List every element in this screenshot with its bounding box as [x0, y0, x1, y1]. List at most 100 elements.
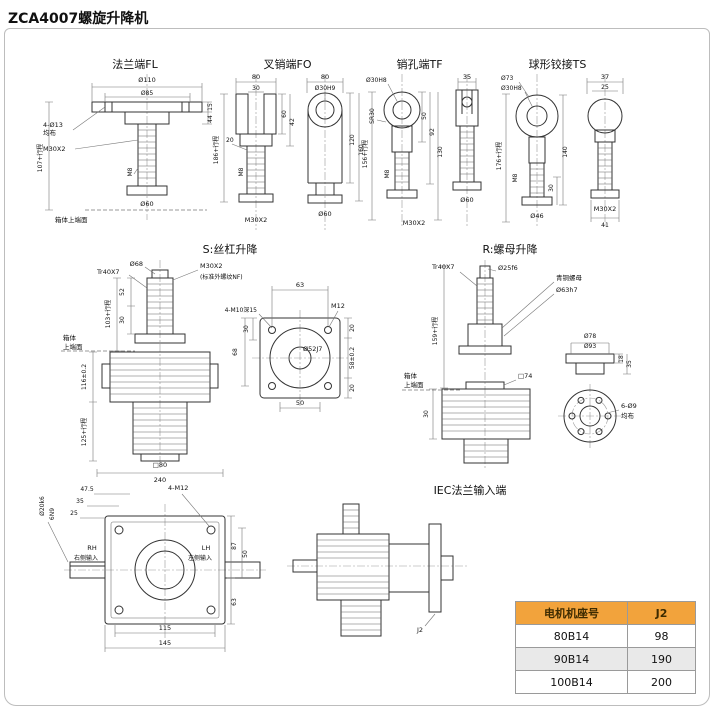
- view-title-r: R:螺母升降: [482, 243, 538, 256]
- r-drawing: Tr40X7 Ø25f6 青铜螺母 Ø63h7 159+行程 箱体 上端面 □7…: [402, 260, 637, 468]
- cell-frame: 80B14: [515, 624, 628, 648]
- table-header-row: 电机机座号 J2: [515, 601, 696, 625]
- dim-label: 4-M12: [168, 484, 188, 492]
- dim-label: 63: [296, 281, 304, 289]
- fl-drawing: Ø110 Ø85 15 44 4-Ø13 均布 M30X2 M8 Ø60 107…: [36, 74, 214, 224]
- view-title-s: S:丝杠升降: [202, 243, 258, 256]
- fo-drawing: 80 30 60 42 20 186+行程 M30X2 M8 Ø60 80 Ø3…: [212, 73, 365, 230]
- dim-label: Ø63h7: [556, 286, 578, 294]
- dim-label: M8: [512, 173, 519, 182]
- dim-label: 44: [207, 115, 214, 123]
- dim-label: 30: [548, 184, 555, 192]
- inner-face: [110, 521, 220, 619]
- dim-label: 6-Ø9: [621, 402, 637, 410]
- dim-label: 30: [119, 316, 126, 324]
- dim-label: 240: [154, 476, 166, 484]
- centerline: [484, 260, 622, 468]
- dim-label: 30: [423, 410, 430, 418]
- header-j2: J2: [627, 601, 696, 625]
- input-label: 右侧输入: [74, 554, 98, 562]
- box-face-label: 上端面: [63, 342, 83, 351]
- dimension-lines: [502, 78, 624, 223]
- view-title-tf: 销孔端TF: [396, 58, 443, 71]
- cell-frame: 100B14: [515, 670, 628, 694]
- dim-label: 4-M10深15: [225, 306, 258, 314]
- dim-label: 115: [159, 624, 171, 632]
- dim-label: 50: [242, 550, 249, 558]
- dim-label: 20: [226, 137, 234, 144]
- dim-label: M8: [384, 169, 391, 178]
- header-motor-frame: 电机机座号: [515, 601, 628, 625]
- view-title-iec: IEC法兰输入端: [433, 484, 507, 497]
- motor-frame-table: 电机机座号 J2 80B14 98 90B14 190 100B14 200: [515, 601, 696, 694]
- dim-label: 青铜螺母: [556, 273, 583, 282]
- cell-j2: 190: [627, 647, 696, 671]
- dimension-lines: [45, 83, 212, 211]
- dim-label: 80: [321, 73, 329, 81]
- dim-label: Ø93: [584, 343, 597, 350]
- dim-label: Ø78: [584, 333, 597, 340]
- dim-label: Ø30H9: [315, 85, 336, 92]
- cell-frame: 90B14: [515, 647, 628, 671]
- box-face-label: 上端面: [404, 380, 424, 389]
- dim-label: 92: [429, 128, 436, 136]
- dim-label: Ø20k6: [39, 496, 46, 516]
- dim-label: 42: [289, 118, 296, 126]
- centerline: [64, 504, 266, 638]
- thread-lines: [530, 147, 612, 194]
- fo-geometry: [235, 92, 343, 204]
- dim-label: 120: [349, 134, 356, 146]
- dim-label: 80: [252, 73, 260, 81]
- ts-geometry: [515, 94, 623, 206]
- dim-label: 41: [601, 222, 609, 229]
- view-title-fo: 叉销端FO: [263, 58, 312, 71]
- dim-label: 25: [70, 510, 78, 517]
- page-title: ZCA4007螺旋升降机: [8, 11, 149, 27]
- s-geometry: [101, 269, 341, 462]
- table-row: 90B14 190: [515, 647, 696, 671]
- dim-label: M30X2: [403, 219, 425, 227]
- dim-label: M30X2: [200, 262, 222, 270]
- input-label: RH: [87, 544, 97, 552]
- dim-label: 140: [562, 146, 569, 158]
- dim-label: 35: [463, 73, 471, 81]
- dim-label: 60: [281, 110, 288, 118]
- tf-geometry: [383, 89, 482, 199]
- dim-label: J2: [416, 626, 423, 634]
- dim-label: Ø73: [501, 75, 514, 82]
- dimension-lines: [368, 78, 477, 221]
- rib-lines: [317, 509, 389, 631]
- dim-label: 186+行程: [212, 136, 220, 164]
- dimension-lines: [47, 493, 246, 652]
- dim-label: 58±0.2: [349, 347, 356, 369]
- cell-j2: 200: [627, 670, 696, 694]
- dim-label: 116±0.2: [81, 364, 88, 390]
- dim-label: 130: [437, 146, 444, 158]
- dim-label: 103+行程: [104, 300, 112, 328]
- dim-label: M8: [238, 167, 245, 176]
- sheet-border: [4, 28, 710, 706]
- thread-lines: [247, 151, 265, 189]
- dim-label: 37: [601, 73, 609, 81]
- dim-label: Ø25f6: [498, 264, 518, 272]
- dim-label: Tr40X7: [431, 263, 455, 271]
- dim-label: 30: [243, 325, 250, 333]
- iec-geometry: [292, 503, 454, 637]
- dim-label: Tr40X7: [96, 268, 120, 276]
- centerline: [536, 74, 606, 228]
- dimension-lines: [220, 78, 363, 203]
- dim-label: 4-Ø13: [43, 121, 63, 129]
- box-face-label: 箱体上端面: [55, 215, 88, 224]
- input-label: LH: [202, 544, 211, 552]
- ts-drawing: Ø73 Ø30H8 37 25 176+行程 M8 Ø46 140 30 41 …: [495, 73, 624, 229]
- dimension-lines: [89, 266, 352, 477]
- dim-label: M30X2: [594, 205, 616, 213]
- dim-label: M30X2: [245, 216, 267, 224]
- thread-lines: [395, 131, 474, 183]
- dim-label: Ø60: [140, 200, 153, 208]
- dim-label: SR30: [369, 108, 376, 124]
- dim-label: 50: [421, 112, 428, 120]
- iec-drawing: J2: [287, 503, 467, 637]
- dim-label: Ø68: [130, 260, 143, 268]
